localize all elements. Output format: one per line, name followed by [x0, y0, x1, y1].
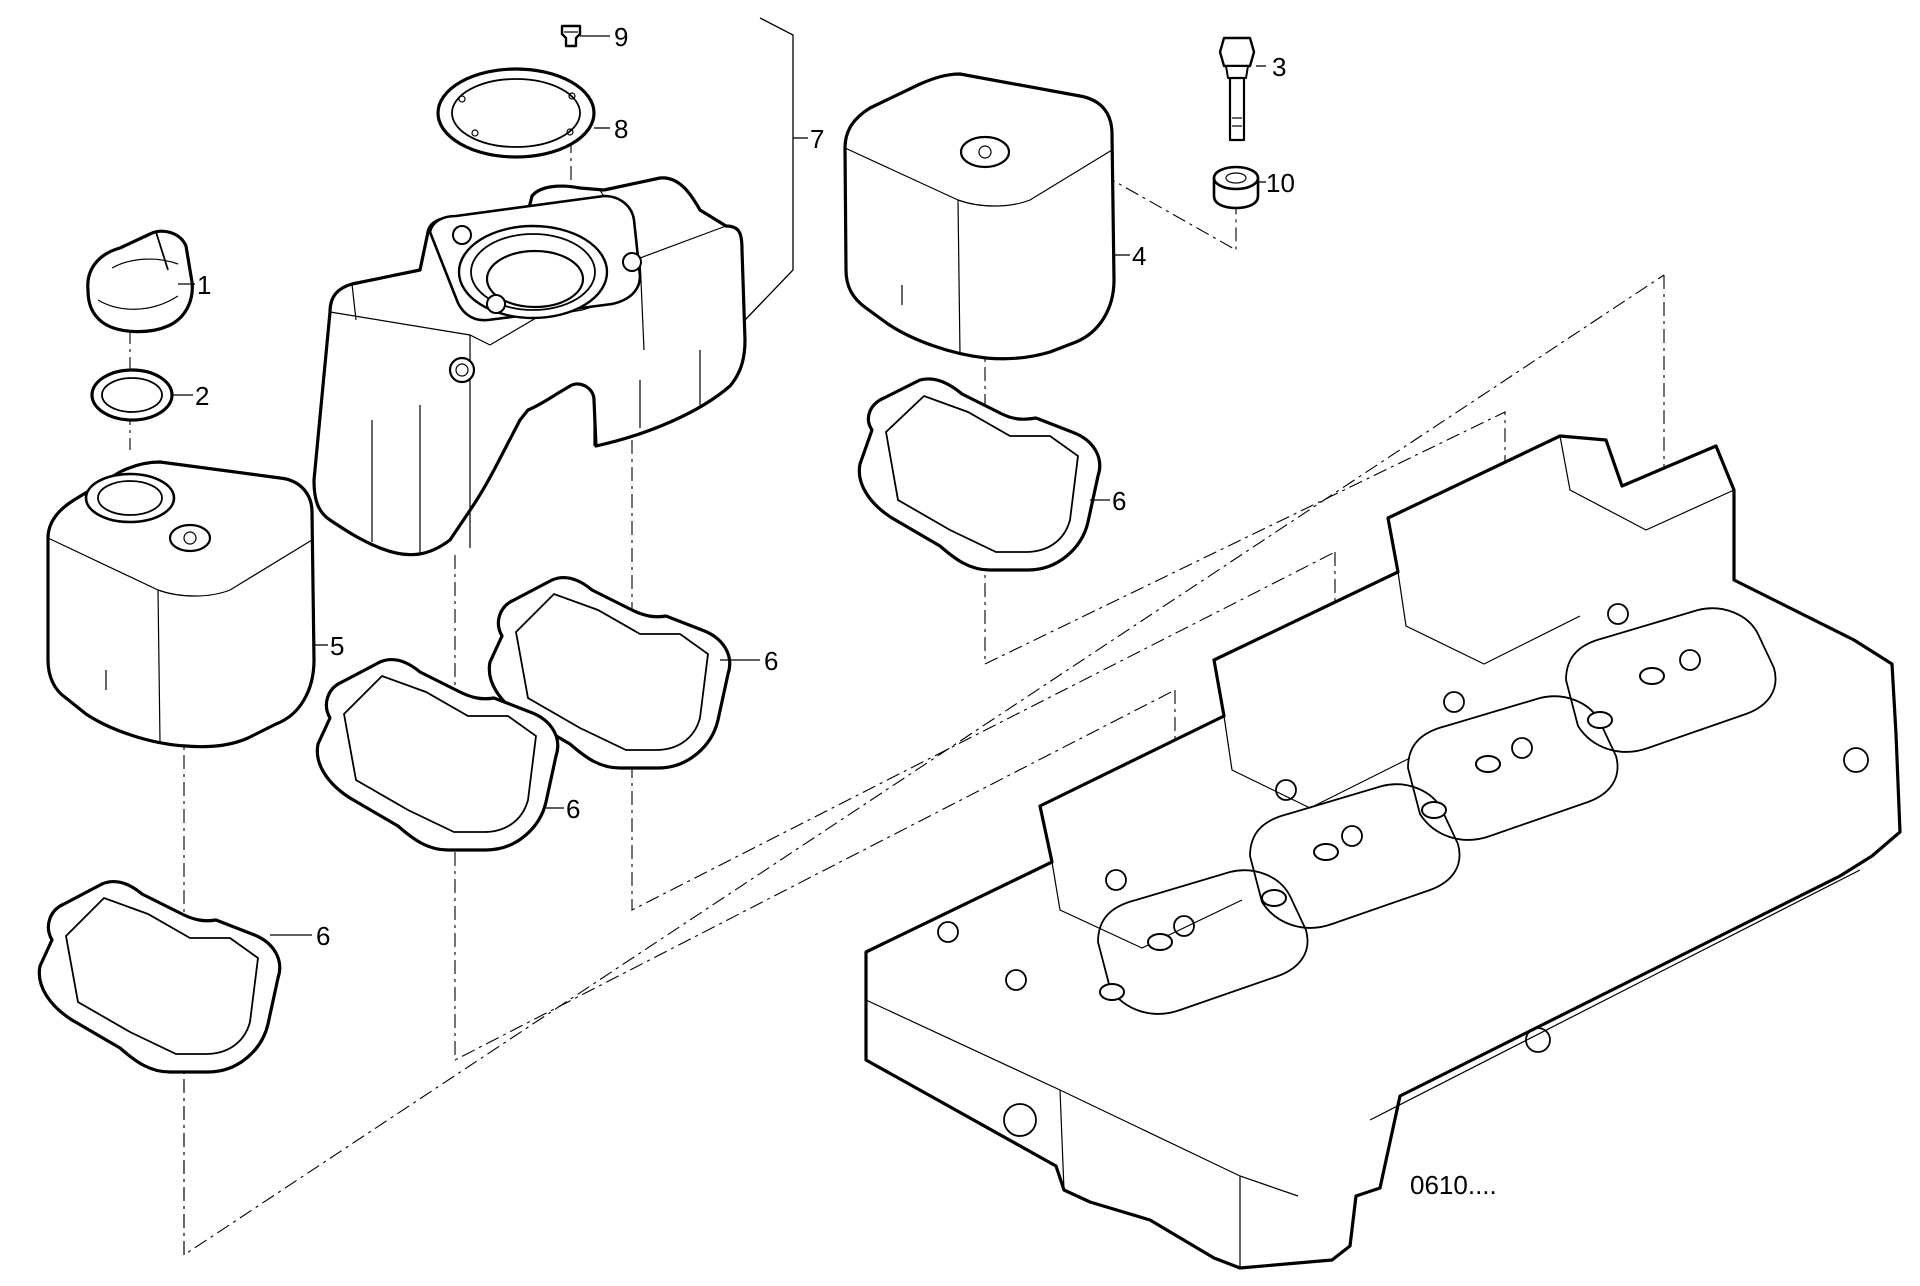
callout-8: 8: [614, 114, 628, 144]
head-bolt-holes: [937, 603, 1869, 1137]
gasket-part-center-bottom: [315, 658, 560, 852]
callout-7: 7: [810, 124, 824, 154]
callout-6-center-top: 6: [764, 646, 778, 676]
gasket-part-center-top: [487, 576, 732, 770]
oil-filler-cap-part: [86, 229, 194, 334]
callout-1: 1: [197, 270, 211, 300]
right-head-cover-part: [843, 72, 1116, 361]
gasket-part-top-right: [857, 377, 1102, 572]
o-ring-part: [90, 368, 174, 422]
assembly-bracket: [744, 17, 808, 321]
callout-labels: 1 2 3 4 5 6 6 6 6 7 8 9 10 0610....: [172, 22, 1497, 1200]
breather-cover-part: [312, 176, 747, 557]
gasket-part-left: [37, 880, 282, 1074]
drawing-code: 0610....: [1410, 1170, 1497, 1200]
left-head-cover-part: [46, 460, 316, 749]
callout-6-top-right: 6: [1112, 486, 1126, 516]
callout-6-left: 6: [316, 921, 330, 951]
callout-2: 2: [195, 381, 209, 411]
callout-5: 5: [330, 631, 344, 661]
valve-guides: [1099, 667, 1665, 1001]
callout-4: 4: [1132, 241, 1146, 271]
callout-10: 10: [1266, 168, 1295, 198]
callout-6-center-bottom: 6: [566, 794, 580, 824]
screw-part: [560, 24, 582, 48]
plate-gasket-part: [436, 67, 596, 159]
spacer-part: [1212, 165, 1260, 210]
cylinder-head-part: [864, 434, 1902, 1270]
callout-9: 9: [614, 22, 628, 52]
bolt-part: [1218, 36, 1256, 142]
callout-3: 3: [1272, 52, 1286, 82]
